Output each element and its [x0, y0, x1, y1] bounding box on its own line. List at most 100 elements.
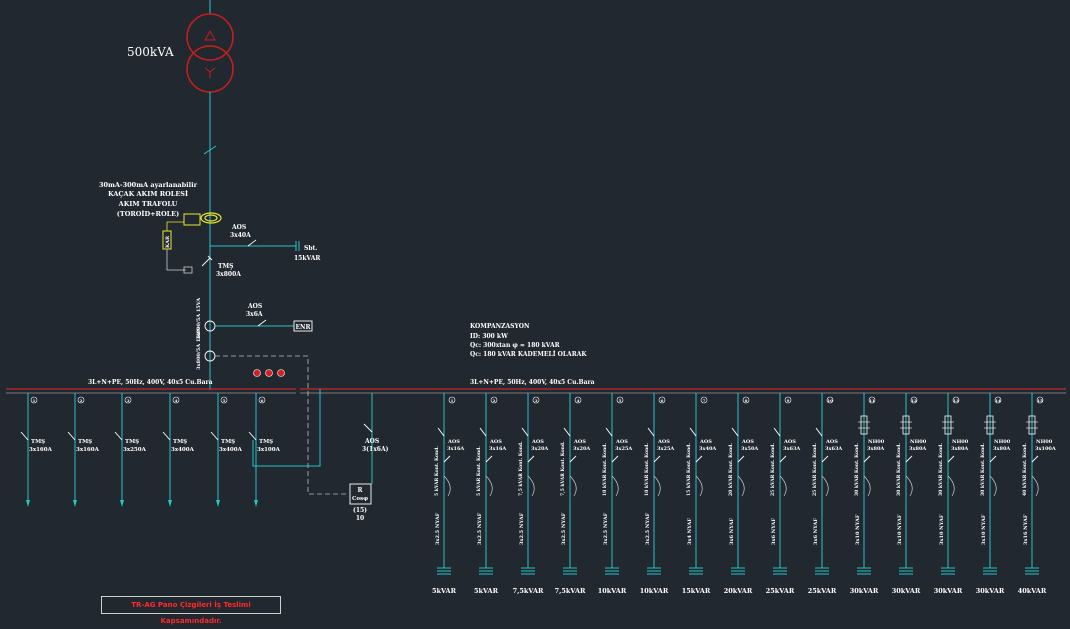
- step-switch-rating: 3x50A: [741, 446, 758, 452]
- cable-label: 3x2.5 NYAF: [603, 512, 609, 545]
- energy-analyzer-label: ENR: [295, 324, 311, 331]
- feeder-number-circle: [30, 396, 38, 404]
- feeder-number: 3: [127, 398, 130, 403]
- cable-label: 3x10 NYAF: [981, 514, 987, 545]
- breaker-rating: 3x160A: [29, 447, 53, 453]
- indicator-lamp: [253, 369, 261, 377]
- contactor-label: 10 kVAR Kont. Kond.: [602, 443, 608, 496]
- breaker-symbol: [210, 431, 219, 441]
- step-number-circle: [658, 396, 666, 404]
- feeder-arrow-icon: [73, 500, 77, 507]
- breaker-symbol: [248, 431, 257, 441]
- step-switch-name: AOS: [489, 439, 502, 445]
- leakage-relay-label: 30mA-300mA ayarlanabilir KAÇAK AKIM ROLE…: [99, 181, 198, 218]
- feeder-number: 5: [223, 398, 226, 403]
- discharge-coil-icon: [695, 475, 703, 497]
- indicator-lamp: [265, 369, 273, 377]
- capacitor-kvar: 30kVAR: [976, 587, 1005, 595]
- cable-label: 3x2.5 NYAF: [561, 512, 567, 545]
- contactor-label: 20 kVAR Kont. Kond.: [728, 443, 734, 496]
- step-number-circle: [994, 396, 1002, 404]
- step-switch-rating: 3x20A: [531, 446, 548, 452]
- contactor-symbol: [863, 455, 871, 463]
- breaker-rating: 3x160A: [76, 447, 100, 453]
- fuse-icon: [944, 415, 952, 435]
- relay-trip-wire: [166, 249, 186, 271]
- contactor-symbol: [1031, 455, 1039, 463]
- step-switch-rating: 3x40A: [699, 446, 716, 452]
- step-number-circle: [532, 396, 540, 404]
- toroid-icon: [200, 212, 222, 224]
- ct2-label: 3x800/5A 15VA: [196, 328, 202, 370]
- step-switch-rating: 3x63A: [783, 446, 800, 452]
- step-number-circle: [1036, 396, 1044, 404]
- step-switch-name: AOS: [825, 439, 838, 445]
- capacitor-kvar: 25kVAR: [766, 587, 795, 595]
- feeder-number: 2: [80, 398, 83, 403]
- capacitor-kvar: 30kVAR: [892, 587, 921, 595]
- step-number-circle: [616, 396, 624, 404]
- reactive-relay-cos: Cosφ: [352, 496, 368, 502]
- step-switch-rating: 3x63A: [825, 446, 842, 452]
- step-switch-name: AOS: [615, 439, 628, 445]
- analyzer-breaker-rating: 3x6A: [246, 311, 263, 318]
- breaker-name: TMŞ: [125, 439, 139, 445]
- switch-symbol: [479, 427, 487, 437]
- step-number-circle: [826, 396, 834, 404]
- step-switch-name: AOS: [573, 439, 586, 445]
- breaker-symbol: [162, 431, 171, 441]
- capacitor-kvar: 25kVAR: [808, 587, 837, 595]
- step-number-circle: [448, 396, 456, 404]
- step-switch-rating: 3x80A: [867, 446, 884, 452]
- right-busbar-label: 3L+N+PE, 50Hz, 400V, 40x5 Cu.Bara: [470, 379, 595, 386]
- feeder-number-circle: [172, 396, 180, 404]
- step-number: 12: [911, 398, 917, 403]
- fixed-capacitor-value: 15kVAR: [294, 255, 321, 262]
- capacitor-kvar: 10kVAR: [640, 587, 669, 595]
- cable-label: 3x6 NYAF: [771, 518, 777, 545]
- step-switch-name: NH00: [910, 439, 927, 445]
- step-switch-name: AOS: [447, 439, 460, 445]
- feeder-arrow-icon: [120, 500, 124, 507]
- cable-tick: [203, 145, 217, 155]
- discharge-coil-icon: [821, 475, 829, 497]
- breaker-rating: 3x100A: [257, 447, 281, 453]
- capacitor-kvar: 40kVAR: [1018, 587, 1047, 595]
- discharge-coil-icon: [569, 475, 577, 497]
- capacitor-kvar: 30kVAR: [934, 587, 963, 595]
- switch-symbol: [731, 427, 739, 437]
- breaker-name: TMŞ: [173, 439, 187, 445]
- contactor-label: 5 kVAR Kont. Kond.: [476, 446, 482, 496]
- reactive-relay-breaker-rating: 3(1x6A): [362, 446, 389, 453]
- fuse-icon: [1028, 415, 1036, 435]
- step-number-circle: [910, 396, 918, 404]
- step-number: 3: [535, 398, 538, 403]
- cable-label: 3x2.5 NYAF: [477, 512, 483, 545]
- contactor-label: 30 kVAR Kont. Kond.: [854, 443, 860, 496]
- contactor-symbol: [569, 455, 577, 463]
- step-switch-name: NH00: [868, 439, 885, 445]
- breaker-name: TMŞ: [221, 439, 235, 445]
- discharge-coil-icon: [947, 475, 955, 497]
- feeder-number: 1: [33, 398, 36, 403]
- step-number-circle: [868, 396, 876, 404]
- step-switch-rating: 3x20A: [573, 446, 590, 452]
- step-switch-name: NH00: [1036, 439, 1053, 445]
- indicator-lamp: [277, 369, 285, 377]
- discharge-coil-icon: [1031, 475, 1039, 497]
- ct-measurement-dashed-line: [215, 355, 348, 495]
- svg-text:ID: 300 kW: ID: 300 kW: [470, 333, 508, 340]
- contactor-label: 30 kVAR Kont. Kond.: [938, 443, 944, 496]
- step-number: 6: [661, 398, 664, 403]
- step-switch-rating: 3x80A: [951, 446, 968, 452]
- fixed-comp-breaker-symbol: [247, 239, 257, 247]
